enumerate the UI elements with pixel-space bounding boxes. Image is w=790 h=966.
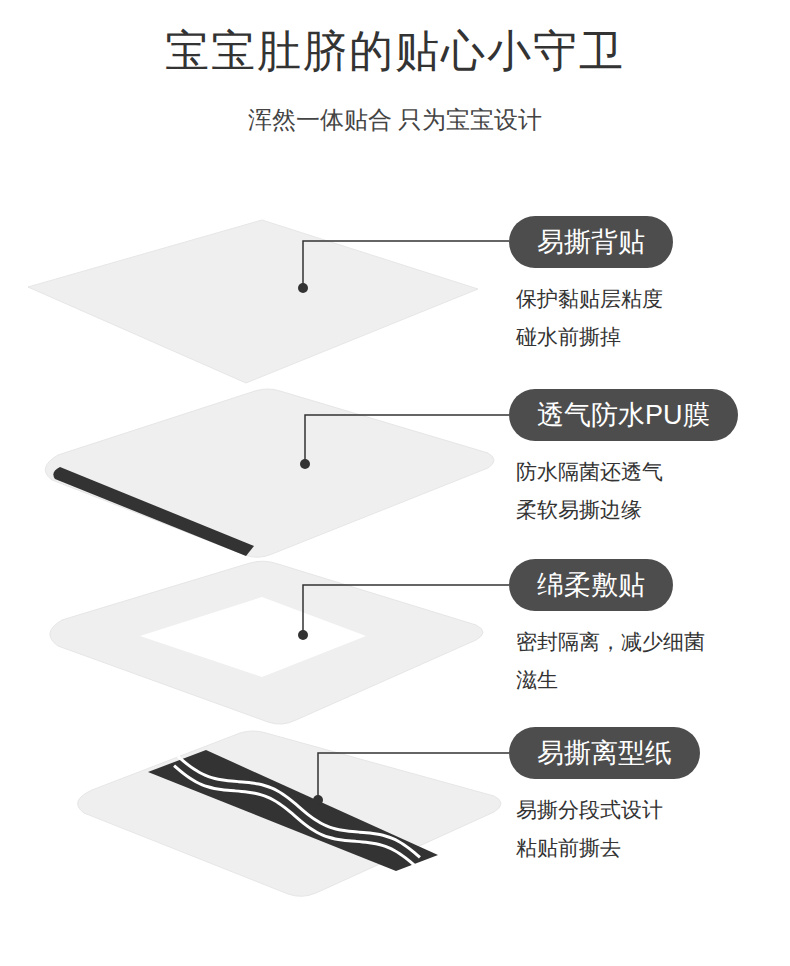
leader-dot xyxy=(300,459,310,469)
callout-description: 防水隔菌还透气 柔软易撕边缘 xyxy=(509,453,674,529)
release-paper-band xyxy=(148,750,438,871)
leader-lines xyxy=(303,241,509,800)
callout-description: 密封隔离，减少细菌 滋生 xyxy=(509,623,716,699)
leader-line xyxy=(303,585,509,635)
callout-heading: 易撕离型纸 xyxy=(509,727,700,779)
pad-window xyxy=(140,597,366,677)
film-layer xyxy=(45,389,494,557)
leader-line xyxy=(318,753,509,800)
leader-dot xyxy=(313,795,323,805)
callout: 透气防水PU膜防水隔菌还透气 柔软易撕边缘 xyxy=(509,389,738,529)
backing-layer xyxy=(28,220,478,383)
callout-heading: 透气防水PU膜 xyxy=(509,389,738,441)
leader-line xyxy=(303,241,509,288)
wave-line xyxy=(174,766,416,867)
callout: 易撕背贴保护黏贴层粘度 碰水前撕掉 xyxy=(509,216,674,356)
leader-dot xyxy=(298,630,308,640)
callout: 绵柔敷贴密封隔离，减少细菌 滋生 xyxy=(509,559,716,699)
page-title: 宝宝肚脐的贴心小守卫 xyxy=(0,22,790,81)
callout-heading: 绵柔敷贴 xyxy=(509,559,673,611)
page-subtitle: 浑然一体贴合 只为宝宝设计 xyxy=(0,104,790,136)
wave-line xyxy=(178,756,420,857)
callout-description: 易撕分段式设计 粘贴前撕去 xyxy=(509,791,674,867)
callout-heading: 易撕背贴 xyxy=(509,216,673,268)
leader-dot xyxy=(298,283,308,293)
leader-line xyxy=(305,415,509,464)
film-edge-strip xyxy=(53,467,254,556)
callout: 易撕离型纸易撕分段式设计 粘贴前撕去 xyxy=(509,727,700,867)
leader-dots xyxy=(298,283,323,805)
release-paper-layer xyxy=(78,731,501,896)
callout-description: 保护黏贴层粘度 碰水前撕掉 xyxy=(509,280,674,356)
